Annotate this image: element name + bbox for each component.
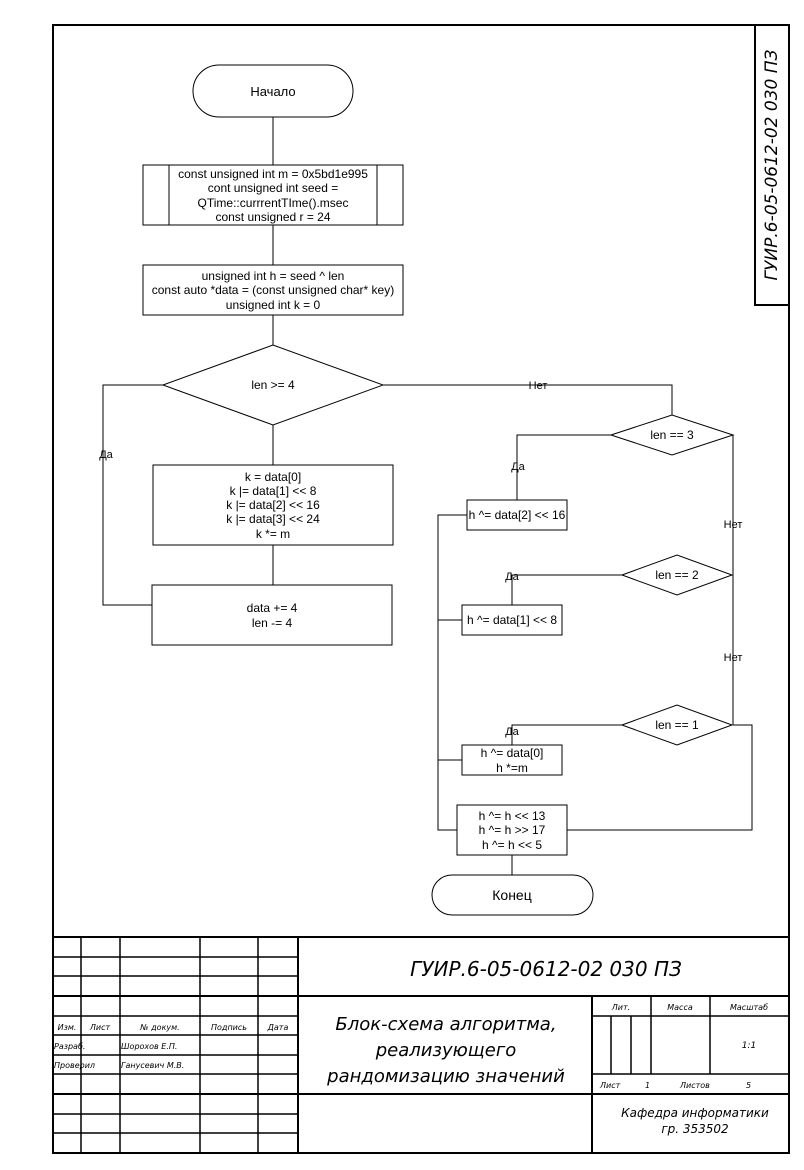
side-stamp: ГУИР.6-05-0612-02 030 ПЗ [762, 49, 782, 280]
advance-line-1: data += 4 [247, 601, 298, 615]
setup-line-1: unsigned int h = seed ^ len [202, 269, 345, 283]
final-block [456, 804, 568, 856]
setup-line-2: const auto *data = (const unsigned char*… [152, 283, 394, 297]
k-line-5: k *= m [256, 527, 290, 541]
sheet-label: Лист [599, 1081, 621, 1090]
sheet-value: 1 [645, 1081, 650, 1090]
org-line-2: гр. 353502 [661, 1122, 728, 1136]
loop-condition-label: len >= 4 [251, 378, 295, 392]
title-block-grid [53, 936, 789, 1153]
cond3-diamond [609, 414, 735, 456]
start-label: Начало [250, 84, 295, 99]
op1-block [461, 744, 563, 776]
cond3-label: len == 3 [650, 428, 694, 442]
col-header-sign: Подпись [211, 1023, 247, 1032]
title-line-3: рандомизацию значений [326, 1066, 565, 1087]
op3-block [466, 499, 568, 531]
init-line-4: const unsigned r = 24 [215, 210, 330, 224]
flow-connectors [102, 117, 753, 875]
k-compute-block [152, 464, 394, 546]
row-name-developer: Шорохов Е.П. [121, 1042, 177, 1051]
mass-label: Масса [667, 1003, 693, 1012]
scale-value: 1:1 [742, 1041, 756, 1051]
advance-line-2: len -= 4 [252, 616, 293, 630]
init-line-3: QTime::currrentTIme().msec [198, 196, 349, 210]
col-header-list: Лист [89, 1023, 111, 1032]
init-line-2: cont unsigned int seed = [208, 181, 338, 195]
cond3-no-label: Нет [724, 519, 743, 531]
title-line-2: реализующего [375, 1040, 517, 1061]
cond2-diamond [620, 554, 734, 596]
sheets-value: 5 [746, 1081, 751, 1090]
cond2-yes-label: Да [505, 571, 519, 583]
setup-line-3: unsigned int k = 0 [226, 298, 321, 312]
side-stamp-box [754, 24, 790, 306]
init-process-block [142, 164, 404, 226]
k-line-1: k = data[0] [245, 470, 301, 484]
init-line-1: const unsigned int m = 0x5bd1e995 [178, 167, 368, 181]
end-label: Конец [492, 887, 531, 903]
loop-yes-label: Да [99, 449, 113, 461]
loop-condition-diamond [161, 344, 385, 426]
advance-block [151, 584, 393, 646]
col-header-izm: Изм. [58, 1023, 77, 1032]
k-line-2: k |= data[1] << 8 [230, 484, 317, 498]
cond2-label: len == 2 [655, 568, 699, 582]
lit-label: Лит. [611, 1003, 630, 1012]
op2-block [461, 604, 563, 636]
loop-no-label: Нет [529, 380, 548, 392]
cond1-yes-label: Да [505, 726, 519, 738]
cond1-label: len == 1 [655, 718, 699, 732]
op2-label: h ^= data[1] << 8 [467, 613, 557, 627]
op3-label: h ^= data[2] << 16 [469, 508, 566, 522]
setup-block [142, 264, 404, 316]
sheet-frame [52, 24, 790, 1154]
col-header-doc: № докум. [139, 1023, 179, 1032]
start-terminator [192, 64, 354, 118]
k-line-4: k |= data[3] << 24 [226, 512, 320, 526]
col-header-date: Дата [267, 1023, 289, 1032]
op1-line-1: h ^= data[0] [481, 746, 544, 760]
op1-line-2: h *=m [496, 761, 528, 775]
scale-label: Масштаб [730, 1003, 768, 1012]
org-line-1: Кафедра информатики [621, 1106, 769, 1120]
end-terminator [431, 874, 594, 916]
cond2-no-label: Нет [724, 652, 743, 664]
final-line-1: h ^= h << 13 [479, 809, 546, 823]
doc-code: ГУИР.6-05-0612-02 030 ПЗ [410, 957, 682, 981]
row-role-checker: Проверил [54, 1061, 95, 1070]
row-name-checker: Ганусевич М.В. [121, 1061, 184, 1070]
final-line-3: h ^= h << 5 [482, 838, 542, 852]
sheets-label: Листов [679, 1081, 710, 1090]
k-line-3: k |= data[2] << 16 [226, 498, 320, 512]
cond1-diamond [620, 704, 734, 746]
final-line-2: h ^= h >> 17 [479, 823, 546, 837]
row-role-developer: Разраб. [54, 1042, 85, 1051]
title-line-1: Блок-схема алгоритма, [335, 1014, 556, 1035]
cond3-yes-label: Да [511, 461, 525, 473]
